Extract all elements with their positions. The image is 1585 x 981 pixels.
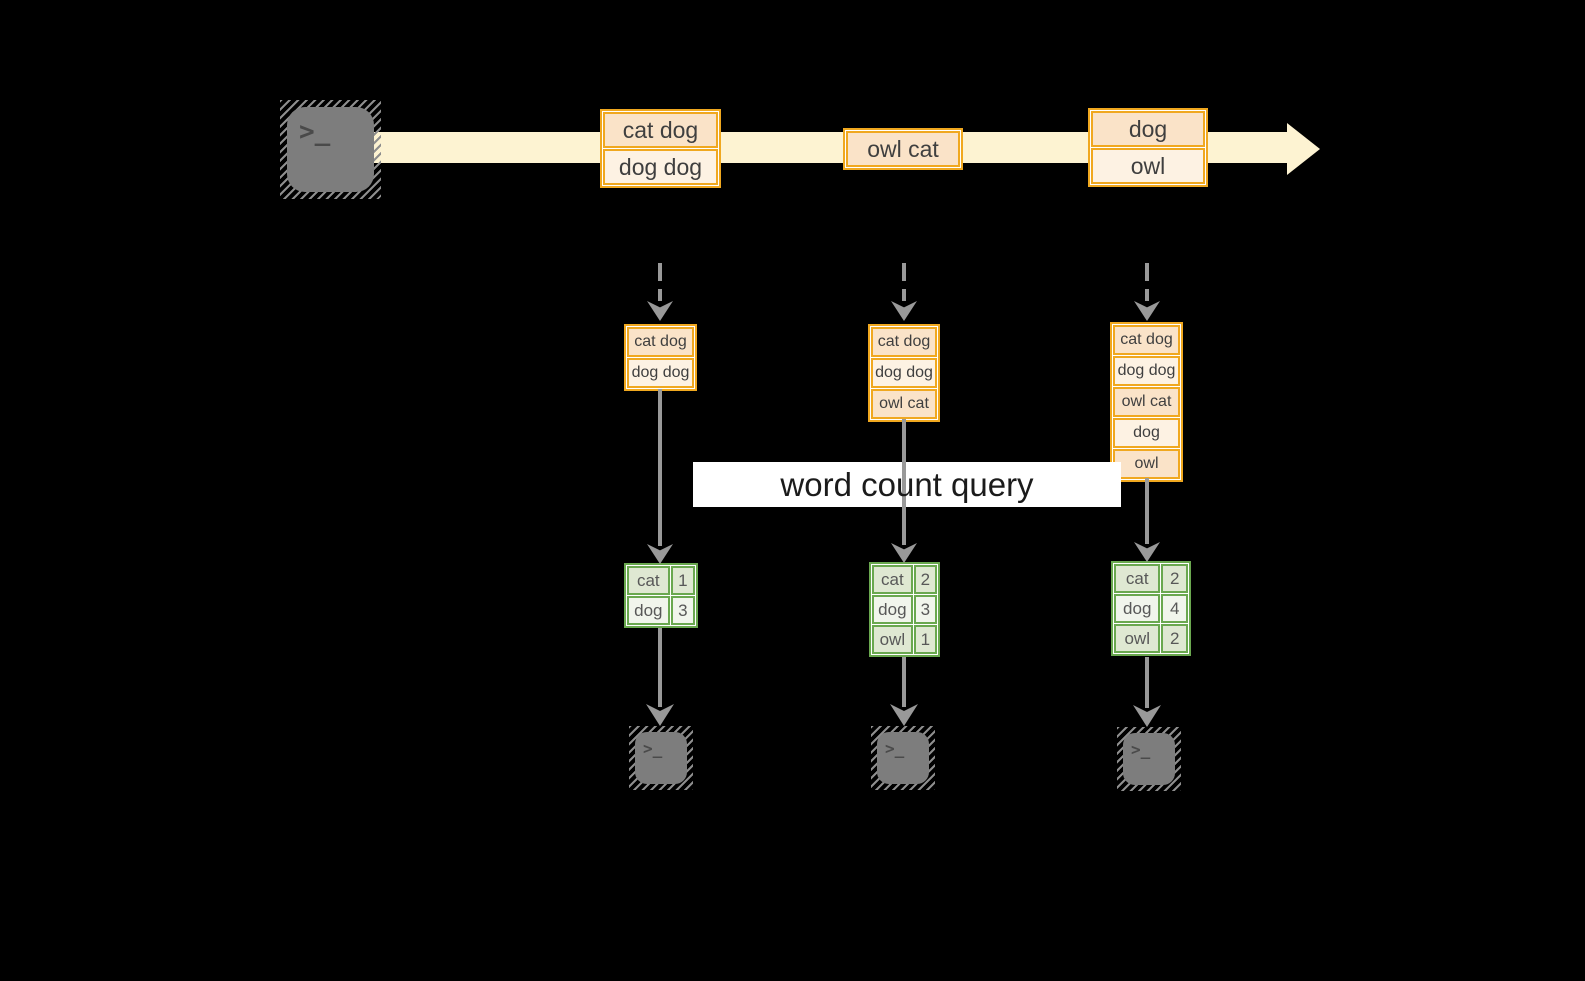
terminal-icon: >_ xyxy=(280,100,381,199)
table-row: owl 1 xyxy=(872,625,937,654)
message-cell: dog dog xyxy=(1113,356,1180,386)
count-cell: 2 xyxy=(913,565,937,594)
arrowhead-icon xyxy=(1133,705,1161,727)
count-cell: 2 xyxy=(1161,624,1188,653)
connector-line xyxy=(658,389,662,546)
terminal-icon: >_ xyxy=(871,726,935,790)
message-cell: dog xyxy=(1113,418,1180,448)
table-row: dog 3 xyxy=(872,595,937,624)
connector-line xyxy=(1145,478,1149,544)
count-table: cat 2 dog 4 owl 2 xyxy=(1111,561,1191,656)
stream-arrow-head-icon xyxy=(1287,123,1320,175)
table-row: owl 2 xyxy=(1114,624,1188,653)
stream-message-box: dog owl xyxy=(1088,108,1208,187)
terminal-glyph: >_ xyxy=(877,732,929,784)
arrowhead-icon xyxy=(646,704,674,726)
query-banner-label: word count query xyxy=(780,465,1034,503)
stream-message-box: cat dog dog dog xyxy=(600,109,721,188)
count-cell: 1 xyxy=(670,566,695,595)
word-cell: cat xyxy=(872,565,913,594)
word-cell: dog xyxy=(872,595,913,624)
message-cell: dog dog xyxy=(871,358,937,388)
stream-message-box: owl cat xyxy=(843,128,963,170)
query-banner xyxy=(693,462,1121,507)
count-cell: 1 xyxy=(913,625,937,654)
buffer-box: cat dog dog dog owl cat xyxy=(868,324,940,422)
message-cell: cat dog xyxy=(603,112,718,148)
message-cell: owl cat xyxy=(846,131,960,167)
word-cell: cat xyxy=(1114,564,1161,593)
arrowhead-icon xyxy=(1134,542,1160,562)
word-cell: owl xyxy=(1114,624,1161,653)
buffer-box: cat dog dog dog xyxy=(624,324,697,391)
message-cell: cat dog xyxy=(871,327,937,357)
arrowhead-icon xyxy=(647,301,673,321)
message-cell: cat dog xyxy=(1113,325,1180,355)
word-cell: dog xyxy=(627,596,670,625)
terminal-glyph: >_ xyxy=(287,107,374,192)
table-row: dog 3 xyxy=(627,596,695,625)
arrowhead-icon xyxy=(891,301,917,321)
dashed-arrow xyxy=(1145,263,1149,301)
count-cell: 4 xyxy=(1161,594,1188,623)
connector-line xyxy=(658,628,662,707)
table-row: cat 1 xyxy=(627,566,695,595)
arrowhead-icon xyxy=(890,704,918,726)
arrowhead-icon xyxy=(647,544,673,564)
connector-line xyxy=(1145,657,1149,708)
arrowhead-icon xyxy=(891,543,917,563)
count-cell: 3 xyxy=(670,596,695,625)
dashed-arrow xyxy=(658,263,662,301)
terminal-glyph: >_ xyxy=(635,732,687,784)
dashed-arrow xyxy=(902,263,906,301)
message-cell: dog dog xyxy=(627,358,694,388)
message-cell: dog dog xyxy=(603,149,718,185)
connector-line xyxy=(902,657,906,707)
word-cell: dog xyxy=(1114,594,1161,623)
table-row: cat 2 xyxy=(1114,564,1188,593)
message-cell: owl xyxy=(1113,449,1180,479)
message-cell: dog xyxy=(1091,111,1205,147)
word-cell: cat xyxy=(627,566,670,595)
table-row: cat 2 xyxy=(872,565,937,594)
message-cell: owl cat xyxy=(871,389,937,419)
message-cell: cat dog xyxy=(627,327,694,357)
count-cell: 3 xyxy=(913,595,937,624)
terminal-glyph: >_ xyxy=(1123,733,1175,785)
buffer-box: cat dog dog dog owl cat dog owl xyxy=(1110,322,1183,482)
message-cell: owl xyxy=(1091,148,1205,184)
message-cell: owl cat xyxy=(1113,387,1180,417)
terminal-icon: >_ xyxy=(1117,727,1181,791)
count-table: cat 2 dog 3 owl 1 xyxy=(869,562,940,657)
word-cell: owl xyxy=(872,625,913,654)
connector-line xyxy=(902,419,906,545)
terminal-icon: >_ xyxy=(629,726,693,790)
count-cell: 2 xyxy=(1161,564,1188,593)
count-table: cat 1 dog 3 xyxy=(624,563,698,628)
table-row: dog 4 xyxy=(1114,594,1188,623)
arrowhead-icon xyxy=(1134,301,1160,321)
